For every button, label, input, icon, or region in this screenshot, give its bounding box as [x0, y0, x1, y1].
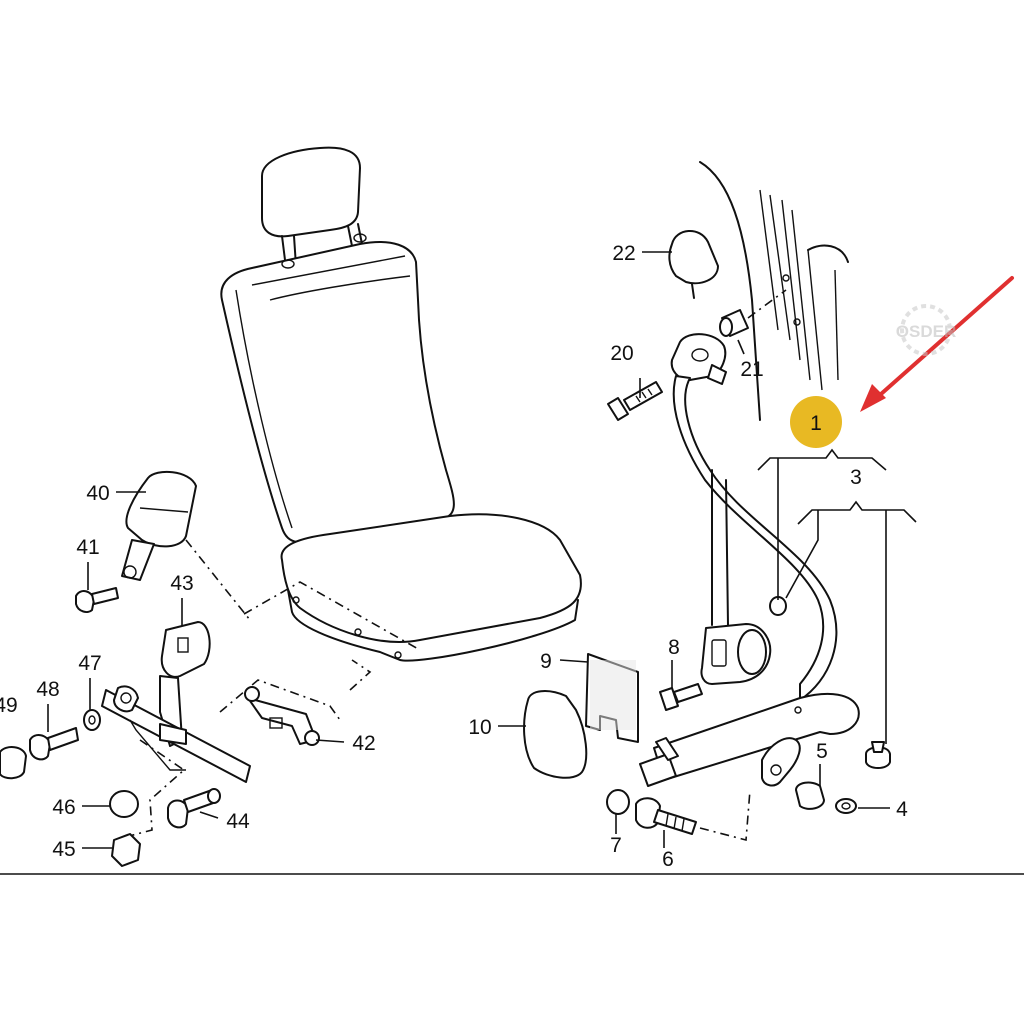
callout-40: 40	[86, 482, 109, 505]
group-bracket-1	[757, 448, 887, 471]
callout-8: 8	[668, 636, 680, 659]
callout-42: 42	[352, 732, 375, 755]
cap-46	[109, 790, 139, 818]
group-bracket-3	[797, 500, 917, 525]
bolt-48	[29, 727, 79, 761]
lower-rail	[653, 692, 860, 781]
seat	[220, 146, 582, 662]
callout-41: 41	[76, 536, 99, 559]
nut-49	[0, 746, 27, 780]
callout-5: 5	[816, 740, 828, 763]
callout-47: 47	[78, 652, 101, 675]
bolt-6	[635, 797, 697, 835]
seat-cushion	[280, 513, 582, 643]
callout-3: 3	[850, 466, 862, 489]
cover-cap-22	[668, 230, 719, 285]
seat-belt-assembly	[523, 230, 891, 842]
clip-5	[761, 737, 801, 787]
callout-7: 7	[610, 834, 622, 857]
callout-9: 9	[540, 650, 552, 673]
bolt-20	[607, 381, 663, 421]
callout-44: 44	[226, 810, 250, 833]
callout-43: 43	[170, 572, 193, 595]
bracket-43	[160, 621, 211, 678]
buckle-side	[0, 470, 421, 867]
callout-48: 48	[36, 678, 59, 701]
cap-7	[606, 789, 630, 815]
leader-lines	[47, 251, 890, 849]
watermark-text: OSDER	[896, 322, 956, 341]
callout-21: 21	[740, 358, 763, 381]
callout-1: 1	[810, 412, 822, 435]
bolt-41	[75, 587, 119, 613]
callout-22: 22	[612, 242, 635, 265]
backrest	[220, 241, 455, 544]
bolt-8	[659, 683, 703, 711]
washer-4	[835, 798, 857, 814]
callout-45: 45	[52, 838, 75, 861]
b-pillar	[699, 161, 849, 421]
callout-49: 49	[0, 694, 18, 717]
bolt-44	[167, 788, 221, 829]
washer-47	[83, 709, 101, 731]
callout-20: 20	[610, 342, 633, 365]
red-arrow	[860, 276, 1014, 412]
callout-46: 46	[52, 796, 75, 819]
headrest	[261, 146, 361, 238]
callout-6: 6	[662, 848, 674, 871]
highlight-circle	[790, 396, 842, 448]
callout-10: 10	[468, 716, 491, 739]
callout-4: 4	[896, 798, 908, 821]
nut-45	[111, 833, 141, 867]
watermark: OSDER	[896, 304, 956, 356]
cover-10	[523, 690, 588, 779]
